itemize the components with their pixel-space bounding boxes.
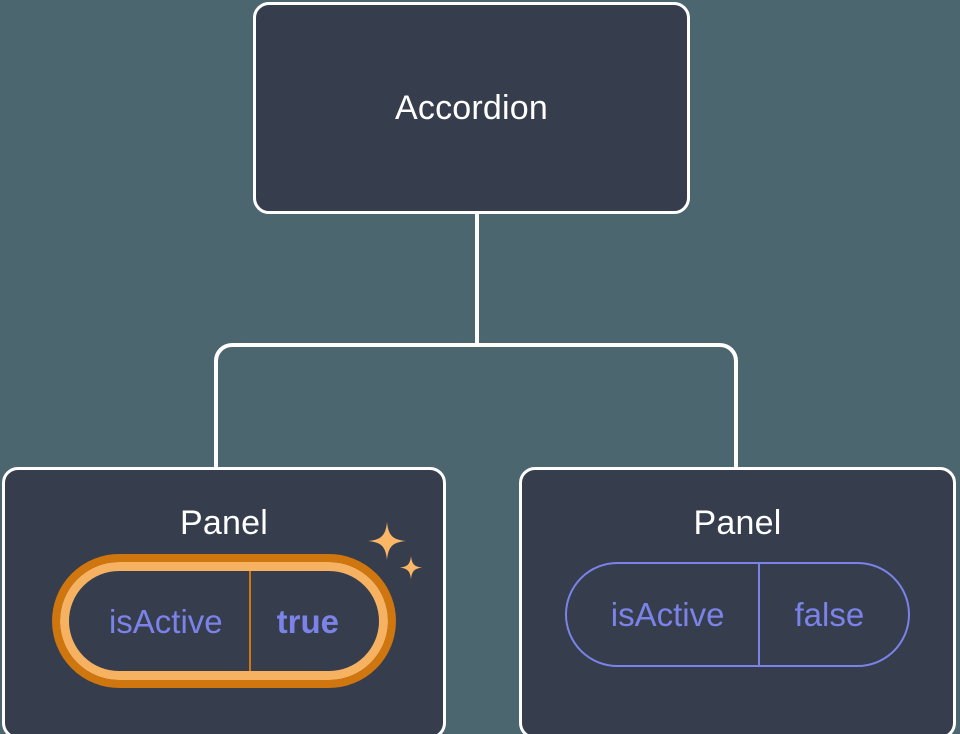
prop-pill-isactive-true[interactable]: isActive true xyxy=(51,554,397,688)
edge-to-panel-left xyxy=(214,343,477,469)
tree-node-accordion[interactable]: Accordion xyxy=(253,2,690,214)
tree-node-panel-inactive[interactable]: Panel isActive false xyxy=(519,467,956,734)
prop-pill-isactive-false[interactable]: isActive false xyxy=(564,562,911,667)
panel-right-body: isActive false xyxy=(522,562,953,667)
tree-node-panel-active[interactable]: Panel isActive true xyxy=(2,467,446,734)
prop-key-label: isActive xyxy=(610,596,725,633)
node-title-panel-right: Panel xyxy=(693,504,782,542)
prop-value-label: true xyxy=(248,571,379,671)
panel-left-body: isActive true xyxy=(5,522,443,688)
node-title-panel-left: Panel xyxy=(180,504,268,542)
prop-key-label: isActive xyxy=(108,602,223,640)
edge-to-panel-right xyxy=(477,343,738,469)
node-title-accordion: Accordion xyxy=(395,89,548,127)
sparkle-small xyxy=(400,556,422,580)
sparkle-large xyxy=(368,522,406,560)
prop-value-label: false xyxy=(758,564,908,665)
